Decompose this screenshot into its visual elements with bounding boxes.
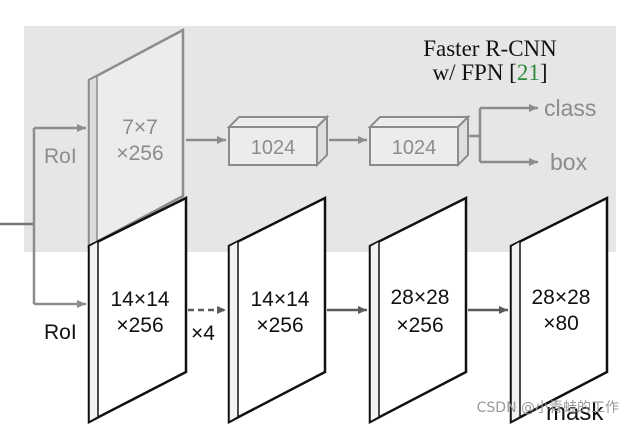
panel-title-line2: w/ FPN [21] <box>432 60 547 85</box>
fc1-label: 1024 <box>251 137 296 159</box>
fm1-line2: ×256 <box>116 314 163 337</box>
pool-dim-line2: ×256 <box>116 142 163 165</box>
fm4-line2: ×80 <box>543 312 579 335</box>
repeat-label: ×4 <box>191 322 215 345</box>
feature-map-2 <box>227 195 327 425</box>
roi-bottom-label: RoI <box>44 321 77 344</box>
pool-7x7-slab <box>87 27 185 249</box>
citation-ref: 21 <box>517 60 540 85</box>
panel-title-line1: Faster R-CNN <box>423 36 557 61</box>
pool-dim-line1: 7×7 <box>122 116 158 139</box>
fm2-line1: 14×14 <box>251 288 310 311</box>
fc2-label: 1024 <box>392 137 437 159</box>
feature-map-4 <box>509 195 609 425</box>
fm4-line1: 28×28 <box>532 286 591 309</box>
fc2-box <box>367 114 471 168</box>
fm2-line2: ×256 <box>256 314 303 337</box>
fc1-box <box>226 114 330 168</box>
box-label: box <box>550 149 588 175</box>
feature-map-3 <box>368 195 468 425</box>
fm3-line2: ×256 <box>396 314 443 337</box>
roi-top-label: RoI <box>44 145 77 168</box>
feature-map-1 <box>87 195 188 425</box>
class-label: class <box>544 95 596 121</box>
csdn-watermark: CSDN @小青蛙的工作 <box>476 400 619 416</box>
fm3-line1: 28×28 <box>391 286 450 309</box>
mask-label: mask <box>546 399 604 425</box>
fm1-line1: 14×14 <box>111 288 170 311</box>
